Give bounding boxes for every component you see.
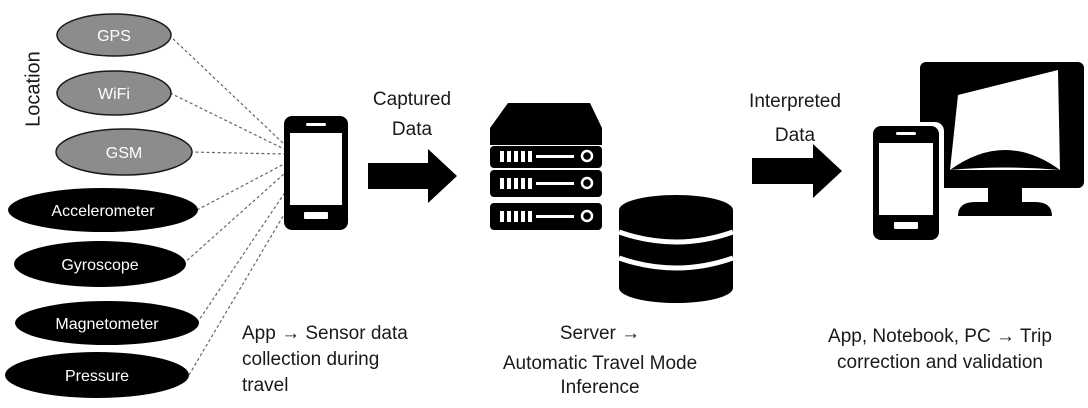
location-source-gsm-label: GSM (106, 145, 142, 162)
location-source-gps-label: GPS (97, 28, 131, 45)
server-caption-line2: Automatic Travel Mode (502, 353, 698, 374)
app-caption-line1: App → Sensor data (242, 323, 408, 344)
location-source-gps: GPS (56, 13, 172, 57)
arrow-right-icon (752, 144, 842, 198)
connector-gps (168, 34, 285, 145)
smartphone-icon (868, 122, 944, 244)
sensor-magnetometer-label: Magnetometer (55, 316, 159, 333)
connector-magnetometer (196, 184, 291, 324)
interpreted-data-line2: Data (774, 125, 816, 146)
server-caption-line3: Inference (560, 377, 640, 398)
captured-data-line1: Captured (372, 89, 452, 110)
sensor-accelerometer: Accelerometer (8, 188, 198, 232)
output-caption: App, Notebook, PC → Trip correction and … (800, 325, 1080, 375)
captured-data-line2: Data (391, 119, 433, 140)
connector-pressure (188, 195, 296, 376)
connector-lines (168, 34, 296, 376)
connector-gyroscope (182, 173, 285, 265)
connector-accelerometer (196, 163, 285, 211)
monitor-icon (920, 62, 1084, 216)
server-caption: Server → Automatic Travel Mode Inference (480, 322, 720, 400)
connector-gsm (189, 151, 285, 155)
sensor-accelerometer-label: Accelerometer (51, 203, 155, 220)
app-caption-line2: collection during (242, 349, 380, 370)
sensor-gyroscope: Gyroscope (14, 241, 186, 287)
arrow-right-icon (368, 149, 457, 203)
app-caption: App → Sensor data collection during trav… (242, 322, 408, 398)
server-rack-icon (490, 103, 602, 230)
output-caption-line1: App, Notebook, PC → Trip (828, 326, 1052, 347)
sensor-pressure-label: Pressure (65, 368, 129, 385)
location-source-gsm: GSM (55, 128, 193, 176)
sensor-magnetometer: Magnetometer (15, 301, 199, 345)
database-icon (618, 195, 734, 303)
app-caption-line3: travel (242, 375, 289, 396)
interpreted-data-label: Interpreted Data (730, 90, 860, 148)
connector-wifi (169, 92, 285, 150)
location-group-label: Location (22, 51, 45, 127)
output-caption-line2: correction and validation (837, 352, 1043, 373)
captured-data-label: Captured Data (352, 88, 472, 142)
server-caption-line1: Server → (559, 323, 641, 344)
sensor-pressure: Pressure (5, 352, 189, 398)
smartphone-icon (284, 116, 348, 230)
interpreted-data-line1: Interpreted (749, 91, 841, 112)
location-source-wifi: WiFi (56, 70, 172, 116)
sensor-gyroscope-label: Gyroscope (61, 257, 138, 274)
location-source-wifi-label: WiFi (98, 86, 130, 103)
